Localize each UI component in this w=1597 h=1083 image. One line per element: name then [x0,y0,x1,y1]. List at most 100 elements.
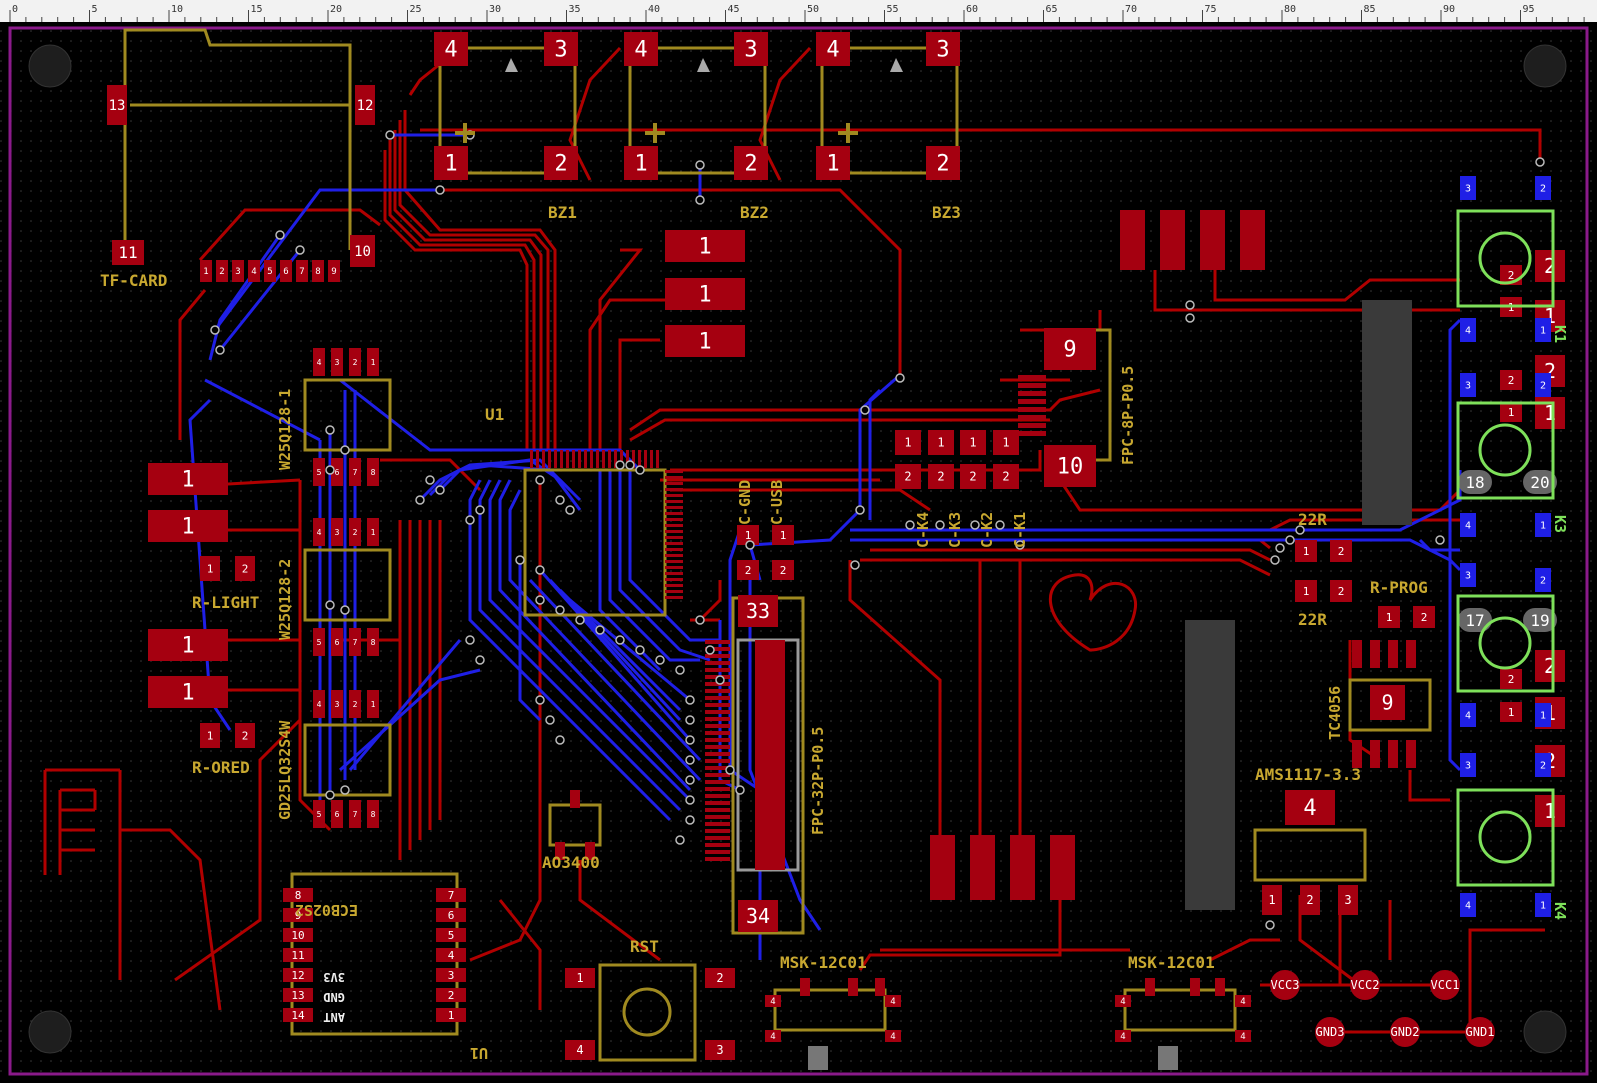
switch-inner-pad: 1 [1500,402,1522,422]
u1-lead [665,506,683,509]
flash-pad: 2 [349,690,361,718]
msk-foot [808,1046,828,1070]
ruler-tick-label: 70 [1125,4,1137,15]
label-fpc-8p: FPC-8P-P0.5 [1119,366,1137,465]
flash-pad: 4 [313,518,325,546]
bottom-pad: 1 [1535,893,1551,917]
label-fpc-32p: FPC-32P-P0.5 [809,727,827,835]
pad-label: 2 [242,562,249,575]
switch-inner-pad: 2 [1500,370,1522,390]
tp-gnd1-label: GND1 [1466,1025,1495,1039]
board-outline [8,26,1589,1076]
long-pad [1240,210,1265,270]
u1-lead [560,450,563,468]
mounting-holes [28,44,1567,1054]
pad-label: 1 [1540,711,1546,722]
pad-label: 2 [1508,269,1515,282]
pad-label: 1 [444,152,457,177]
via [545,715,555,725]
rst-pad: 1 [565,968,595,988]
via [635,465,645,475]
pad-label: 1 [780,529,787,542]
r22-pad: 1 [1295,540,1317,562]
u1-lead [566,450,569,468]
pad-label: 2 [353,358,358,367]
ruler-tick-label: 55 [887,4,899,15]
buzzer-pad: 3 [926,32,960,66]
tf-pin-pad: 7 [296,260,308,282]
pad-label: 4 [1240,1032,1245,1042]
via [1275,543,1285,553]
tp-gnd2-label: GND2 [1391,1025,1420,1039]
ecb-pad: 1 [436,1008,466,1022]
pad-label: 1 [181,468,194,493]
ao3400-lead [570,790,580,808]
msk-pad: 4 [765,995,781,1007]
ecb-pad: 11 [283,948,313,962]
pad-label: 4 [1240,997,1245,1007]
pad-label: 4 [576,1043,583,1057]
pad-label: 2 [1540,184,1546,195]
pad-label: 8 [371,810,376,819]
pad-label: 34 [746,904,770,928]
pad-label: 4 [634,38,647,63]
u1-lead [656,450,659,468]
ecb-pad: 5 [436,928,466,942]
u1-lead [578,450,581,468]
pad-label: 7 [353,638,358,647]
via [695,195,705,205]
ecb-pad: 2 [436,988,466,1002]
via [850,560,860,570]
u1-lead [665,518,683,521]
pad-label: 9 [1063,338,1076,363]
bottom-pad: 4 [1460,703,1476,727]
via [555,495,565,505]
pad-label: 4 [1465,711,1471,722]
via [715,675,725,685]
via [325,790,335,800]
pad-label: 1 [207,562,214,575]
switch-num-pad: 19 [1523,608,1557,632]
pad-label: 3 [335,700,340,709]
via [325,465,335,475]
pad-label: 8 [295,889,302,902]
switch-side-pad: 2 [1535,250,1565,282]
r22-pad: 1 [1295,580,1317,602]
tc4056-lead [1352,640,1362,668]
long-pad [1010,835,1035,900]
pad-label: 2 [1508,374,1515,387]
u1-lead [542,450,545,468]
via [385,130,395,140]
u1-lead [614,450,617,468]
msk-pad: 4 [1235,995,1251,1007]
fpc32-lead [705,815,730,819]
flash-pad: 7 [349,800,361,828]
fpc8-pad: 10 [1044,445,1096,487]
flash-pad: 2 [349,518,361,546]
buzzer-pad: 2 [544,146,578,180]
label-r-light: R-LIGHT [192,593,259,612]
pad-label: 1 [371,358,376,367]
fpc32-lead [705,654,730,658]
fpc8-lead [1018,391,1046,396]
pad-label: 3 [1465,184,1471,195]
bottom-pad: 4 [1460,318,1476,342]
via [735,785,745,795]
pad-label: 3 [448,969,455,982]
pcb-svg[interactable]: 4312431243121312111012345678911111111212… [0,22,1597,1079]
pad-label: 3 [1465,761,1471,772]
pad-label: 2 [448,989,455,1002]
pad-label: 2 [904,470,911,484]
label-u1-bottom: U1 [470,1044,488,1062]
pad-label: 2 [1540,576,1546,587]
pad-label: 1 [371,700,376,709]
fpc32-lead [705,759,730,763]
msk-pad: 4 [885,1030,901,1042]
r-ored-pad: 2 [235,723,255,748]
ecb-pad: 13 [283,988,313,1002]
pad-label: 2 [1002,470,1009,484]
fpc32-lead [705,745,730,749]
via [685,775,695,785]
